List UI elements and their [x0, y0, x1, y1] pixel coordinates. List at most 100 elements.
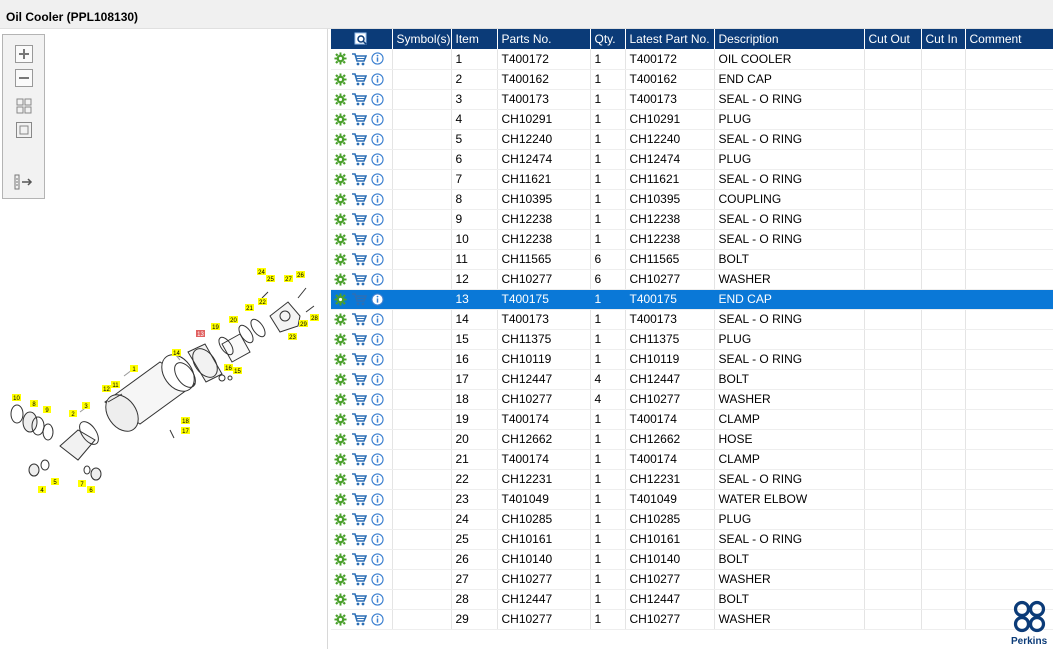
info-icon[interactable]: [370, 332, 384, 346]
gear-icon[interactable]: [333, 412, 347, 426]
column-header-latest-part-no[interactable]: Latest Part No.: [625, 29, 715, 49]
cart-icon[interactable]: [350, 332, 367, 346]
cart-icon[interactable]: [350, 532, 367, 546]
info-icon[interactable]: [370, 512, 384, 526]
cart-icon[interactable]: [350, 252, 367, 266]
cart-icon[interactable]: [350, 312, 367, 326]
info-icon[interactable]: [370, 272, 384, 286]
gear-icon[interactable]: [333, 372, 347, 386]
cart-icon[interactable]: [350, 612, 367, 626]
cart-icon[interactable]: [350, 72, 367, 86]
column-header-description[interactable]: Description: [714, 29, 865, 49]
column-header-actions[interactable]: [331, 29, 393, 49]
info-icon[interactable]: [370, 112, 384, 126]
cart-icon[interactable]: [350, 432, 367, 446]
column-header-symbols[interactable]: Symbol(s): [392, 29, 452, 49]
gear-icon[interactable]: [333, 112, 347, 126]
info-icon[interactable]: [370, 392, 384, 406]
info-icon[interactable]: [370, 472, 384, 486]
gear-icon[interactable]: [333, 152, 347, 166]
gear-icon[interactable]: [333, 272, 347, 286]
info-icon[interactable]: [370, 132, 384, 146]
info-icon[interactable]: [370, 532, 384, 546]
cart-icon[interactable]: [350, 592, 367, 606]
gear-icon[interactable]: [333, 352, 347, 366]
actual-size-button[interactable]: [13, 120, 35, 140]
gear-icon[interactable]: [333, 492, 347, 506]
zoom-out-button[interactable]: [13, 68, 35, 88]
cart-icon[interactable]: [350, 492, 367, 506]
cart-icon[interactable]: [350, 212, 367, 226]
gear-icon[interactable]: [333, 92, 347, 106]
cart-icon[interactable]: [350, 132, 367, 146]
diagram-pane[interactable]: 1 2 3 4 5 6 7 8 9 10 11 12 13 14 15 16 1…: [0, 29, 328, 649]
gear-icon[interactable]: [333, 292, 347, 306]
gear-icon[interactable]: [333, 612, 347, 626]
info-icon[interactable]: [370, 612, 384, 626]
cart-icon[interactable]: [350, 272, 367, 286]
cart-icon[interactable]: [350, 352, 367, 366]
gear-icon[interactable]: [333, 192, 347, 206]
column-header-item[interactable]: Item: [451, 29, 498, 49]
cart-icon[interactable]: [350, 552, 367, 566]
info-icon[interactable]: [370, 432, 384, 446]
gear-icon[interactable]: [333, 452, 347, 466]
info-icon[interactable]: [370, 492, 384, 506]
gear-icon[interactable]: [333, 232, 347, 246]
gear-icon[interactable]: [333, 472, 347, 486]
cart-icon[interactable]: [350, 92, 367, 106]
gear-icon[interactable]: [333, 212, 347, 226]
gear-icon[interactable]: [333, 312, 347, 326]
gear-icon[interactable]: [333, 592, 347, 606]
cart-icon[interactable]: [350, 512, 367, 526]
cart-icon[interactable]: [350, 112, 367, 126]
gear-icon[interactable]: [333, 432, 347, 446]
info-icon[interactable]: [370, 212, 384, 226]
column-header-cut-in[interactable]: Cut In: [921, 29, 966, 49]
cart-icon[interactable]: [350, 292, 367, 306]
zoom-in-button[interactable]: [13, 44, 35, 64]
column-header-qty[interactable]: Qty.: [590, 29, 626, 49]
info-icon[interactable]: [370, 352, 384, 366]
cart-icon[interactable]: [350, 392, 367, 406]
gear-icon[interactable]: [333, 572, 347, 586]
gear-icon[interactable]: [333, 392, 347, 406]
info-icon[interactable]: [370, 552, 384, 566]
cart-icon[interactable]: [350, 452, 367, 466]
column-header-parts-no[interactable]: Parts No.: [497, 29, 591, 49]
column-header-comment[interactable]: Comment: [965, 29, 1053, 49]
info-icon[interactable]: [370, 232, 384, 246]
fit-all-button[interactable]: [13, 96, 35, 116]
info-icon[interactable]: [370, 52, 384, 66]
cart-icon[interactable]: [350, 472, 367, 486]
info-icon[interactable]: [370, 72, 384, 86]
gear-icon[interactable]: [333, 72, 347, 86]
cart-icon[interactable]: [350, 232, 367, 246]
info-icon[interactable]: [370, 92, 384, 106]
cart-icon[interactable]: [350, 412, 367, 426]
info-icon[interactable]: [370, 592, 384, 606]
gear-icon[interactable]: [333, 52, 347, 66]
info-icon[interactable]: [370, 152, 384, 166]
info-icon[interactable]: [370, 192, 384, 206]
